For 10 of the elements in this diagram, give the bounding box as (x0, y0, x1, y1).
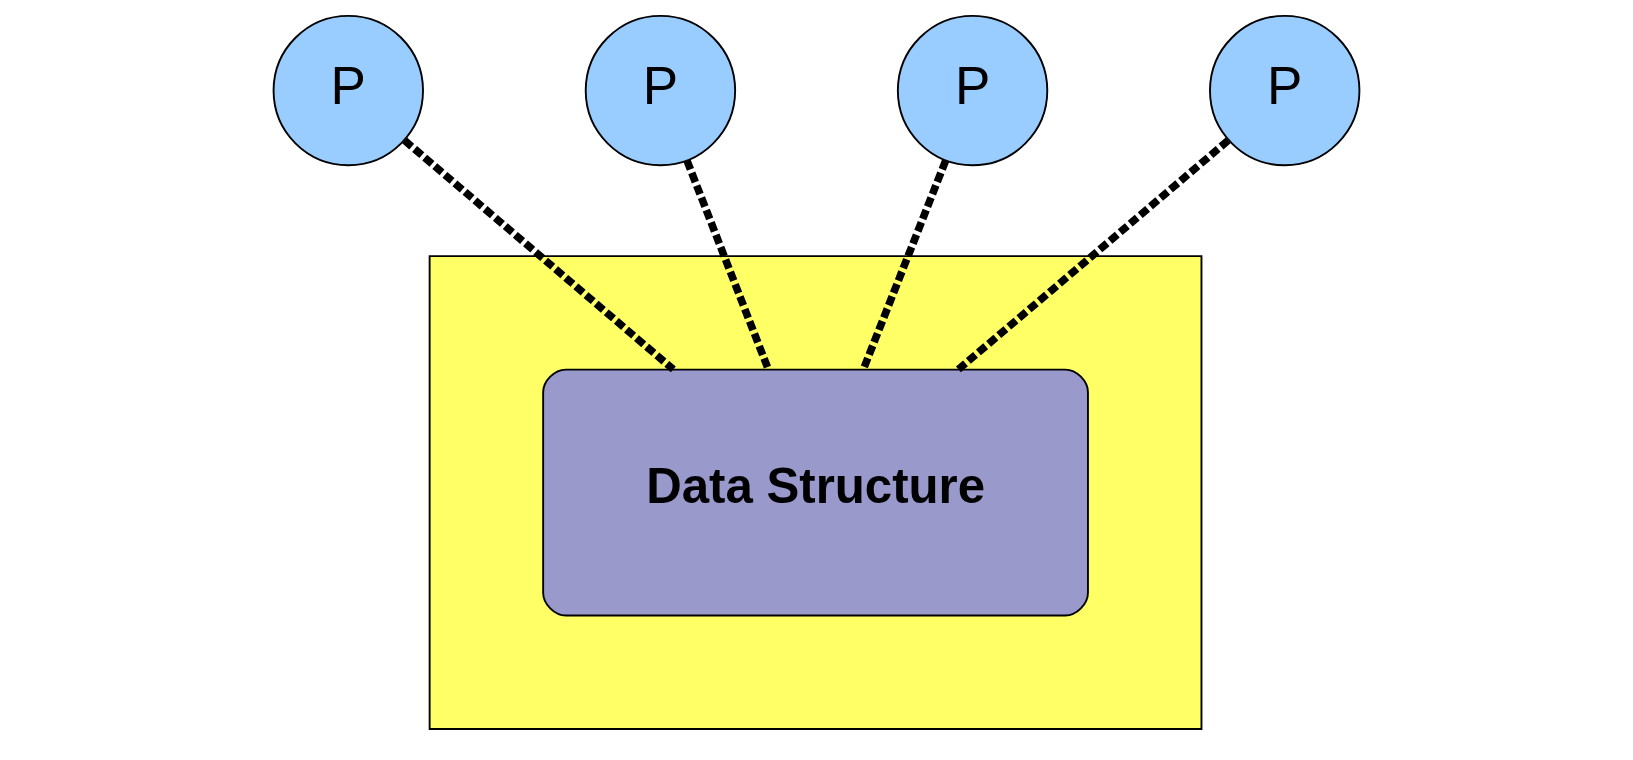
node-circle: P (584, 14, 737, 167)
connector (955, 137, 1231, 373)
node-circle: P (1209, 14, 1361, 167)
connector (683, 159, 772, 371)
connector (859, 159, 950, 371)
node-circle: P (896, 14, 1049, 167)
node-circle: P (272, 14, 424, 167)
node-box: Data Structure (542, 368, 1089, 617)
connector (402, 137, 676, 373)
cluster (428, 255, 1203, 730)
